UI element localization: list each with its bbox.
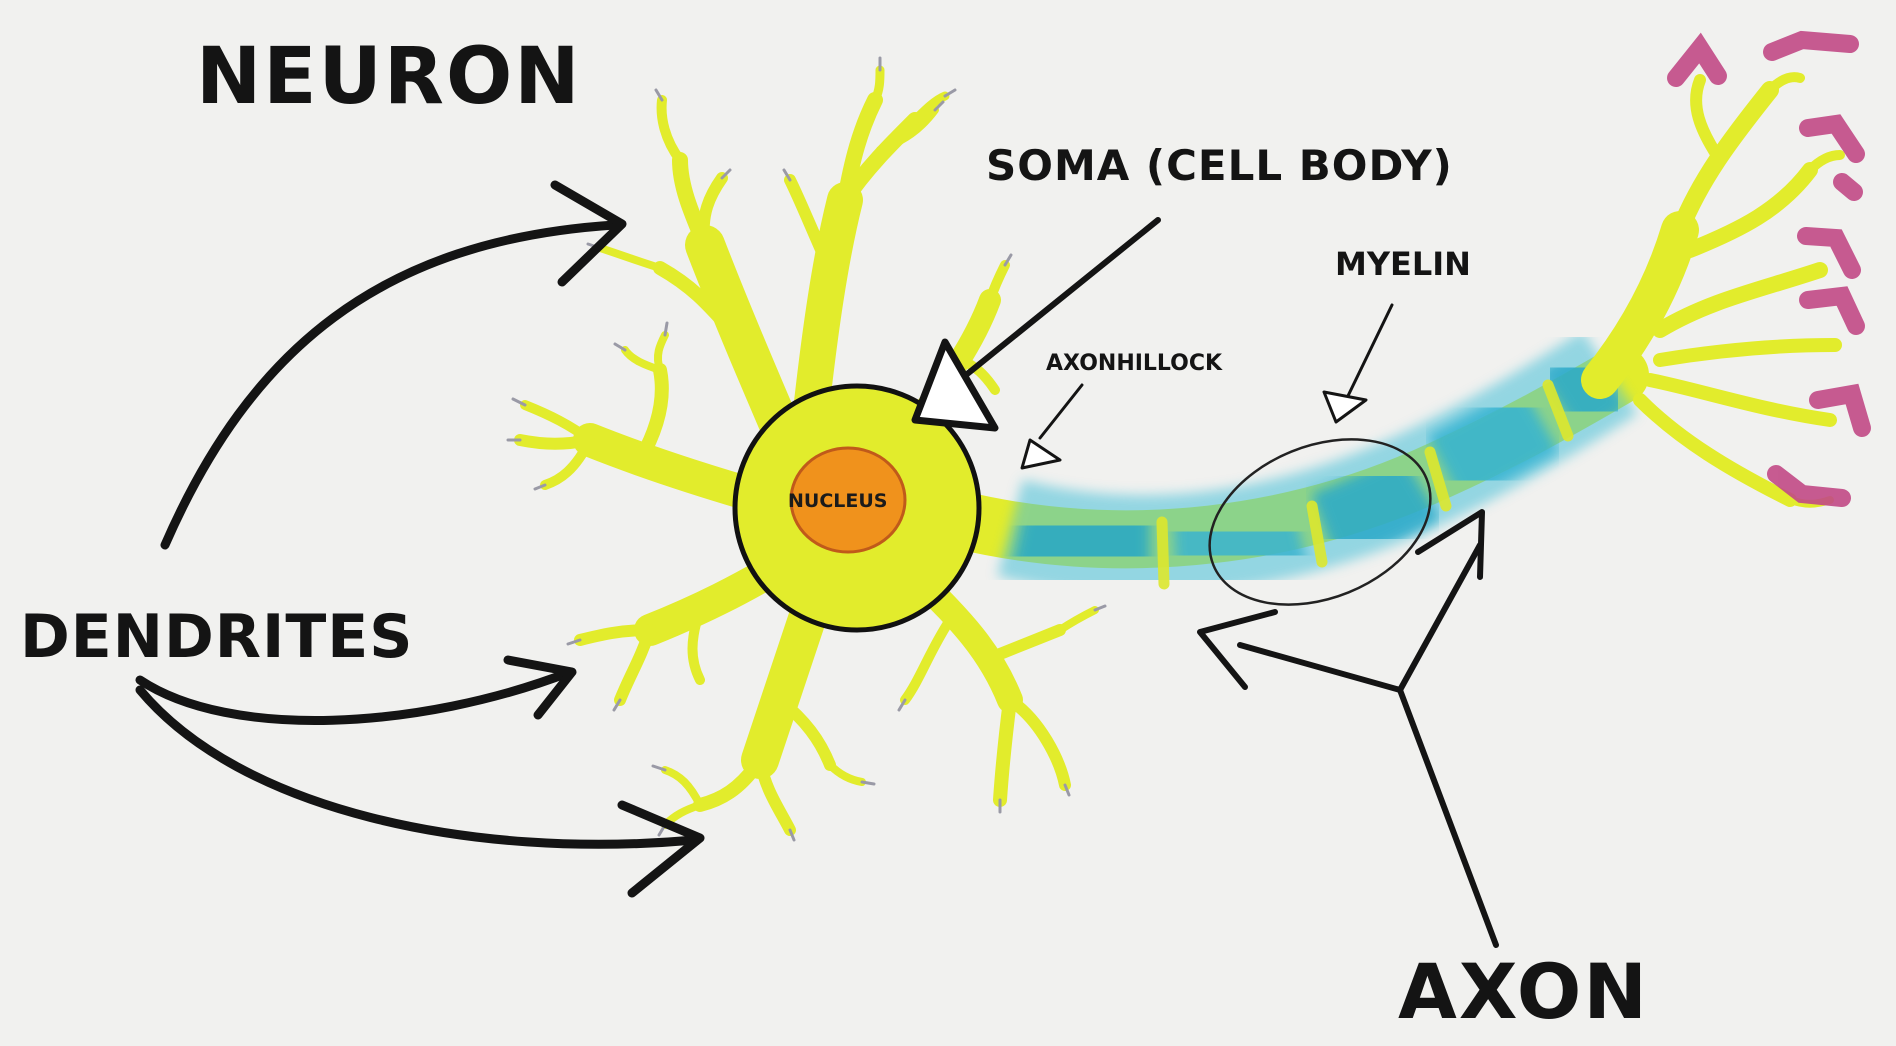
hillock-pointer-arrow <box>1020 383 1084 470</box>
axon-terminals-branches <box>1581 72 1845 508</box>
nucleus-shape <box>789 446 907 554</box>
myelin-label: MYELIN <box>1335 245 1471 283</box>
myelin-pointer-arrow <box>1322 303 1394 424</box>
soma-pointer-arrow <box>911 217 1161 432</box>
dendrites-label: DENDRITES <box>20 602 414 672</box>
axon-terminal-knobs <box>1667 30 1871 507</box>
soma-label: SOMA (CELL BODY) <box>986 141 1453 190</box>
axon-pointer-arrows <box>1197 509 1499 948</box>
myelin-outline <box>1208 438 1432 606</box>
diagram-title: NEURON <box>196 32 582 122</box>
myelin-sheath <box>997 330 1638 596</box>
dendrite-tips <box>506 56 1107 842</box>
axon-hillock-label: AXONHILLOCK <box>1046 351 1223 376</box>
nucleus-label: NUCLEUS <box>788 490 888 512</box>
dendrite-arrows <box>135 180 705 898</box>
axon-label: AXON <box>1398 947 1649 1036</box>
